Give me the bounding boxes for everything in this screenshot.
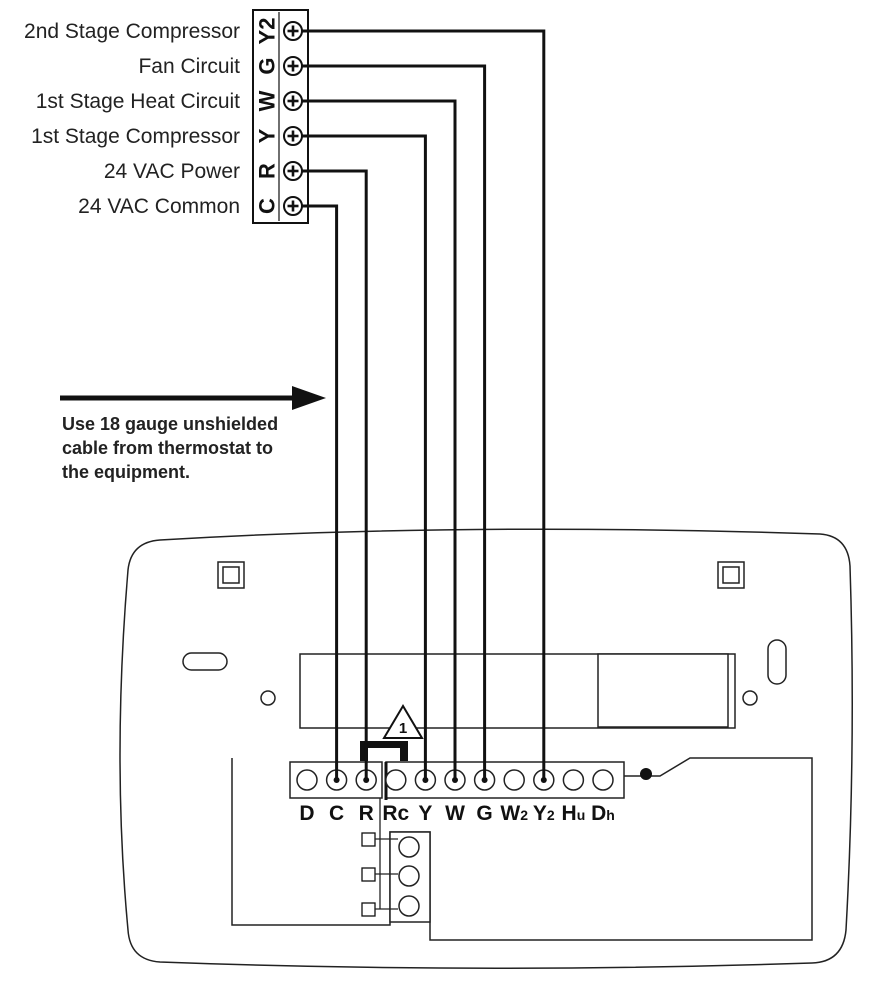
note-line-1: Use 18 gauge unshielded: [62, 414, 278, 434]
note-line-3: the equipment.: [62, 462, 190, 482]
mounting-slot-left: [182, 652, 228, 671]
thermostat-terminal-label-g-6: G: [476, 802, 492, 825]
wire-end-y2: [540, 777, 547, 783]
thermostat-terminal-w2-7: [503, 769, 525, 791]
warning-number: 1: [399, 720, 407, 737]
equipment-terminal-letter-g: G: [255, 57, 280, 74]
wire-y2-to-y2: [302, 29, 546, 780]
note-line-2: cable from thermostat to: [62, 438, 273, 458]
terminal-housing: [231, 757, 813, 941]
equipment-label-g: Fan Circuit: [138, 55, 240, 78]
wire-end-g: [481, 777, 488, 783]
thermostat-terminal-label-dh-10: Dh: [591, 802, 615, 825]
thermostat-terminal-label-y2-8: Y2: [533, 802, 555, 825]
warning-triangle-icon: [382, 704, 424, 739]
thermostat-terminal-label-w2-7: W2: [500, 802, 528, 825]
wire-r-to-r: [302, 169, 368, 780]
wire-g-to-g: [302, 64, 487, 780]
equipment-label-c: 24 VAC Common: [78, 195, 240, 218]
wires: [302, 29, 547, 783]
equipment-label-r: 24 VAC Power: [104, 160, 240, 183]
thermostat-terminal-label-w-5: W: [445, 802, 465, 825]
thermostat-terminal-hu-9: [562, 769, 585, 791]
thermostat-terminal-label-rc-3: Rc: [382, 802, 409, 825]
opening-tab: [597, 653, 729, 728]
thermostat-terminal-d-0: [296, 769, 318, 791]
equipment-terminal-letter-r: R: [255, 163, 280, 179]
wire-end-y: [422, 777, 429, 783]
wire-y-to-y: [302, 134, 427, 780]
connector-pin-2: [361, 867, 376, 882]
equipment-label-y: 1st Stage Compressor: [31, 125, 240, 148]
equipment-terminal-letter-y2: Y2: [255, 18, 280, 45]
thermostat-terminal-dh-10: [592, 769, 614, 791]
connector-pin-3: [361, 902, 376, 917]
wire-end-c: [333, 777, 340, 783]
thermostat-terminal-label-c-1: C: [329, 802, 344, 825]
wire-w-to-w: [302, 99, 457, 780]
thermostat-terminal-label-d-0: D: [299, 802, 314, 825]
thermostat-terminal-label-y-4: Y: [418, 802, 432, 825]
housing-dot: [640, 768, 652, 780]
equipment-strip-body: [252, 9, 309, 224]
thermostat-terminal-rc-3: [385, 769, 407, 791]
screw-hole-right: [742, 690, 758, 706]
screw-hole-left: [260, 690, 276, 706]
wire-end-r: [363, 777, 370, 783]
thermostat-terminal-label-r-2: R: [359, 802, 374, 825]
connector-hole-3: [398, 895, 420, 917]
thermostat-terminal-label-hu-9: Hu: [562, 802, 586, 825]
equipment-terminal-letter-c: C: [255, 198, 280, 214]
cable-note: Use 18 gauge unshielded cable from therm…: [60, 386, 326, 482]
wire-c-to-c: [302, 204, 339, 780]
equipment-label-w: 1st Stage Heat Circuit: [36, 90, 240, 113]
wire-end-w: [452, 777, 458, 783]
note-arrow-head: [292, 386, 326, 410]
connector-hole-2: [398, 865, 420, 887]
equipment-label-y2: 2nd Stage Compressor: [24, 20, 240, 43]
connector-hole-1: [398, 836, 420, 858]
connector-pin-1: [361, 832, 376, 847]
mounting-slot-right: [767, 639, 787, 685]
equipment-terminal-letter-y: Y: [255, 128, 280, 143]
equipment-terminal-letter-w: W: [255, 90, 280, 111]
